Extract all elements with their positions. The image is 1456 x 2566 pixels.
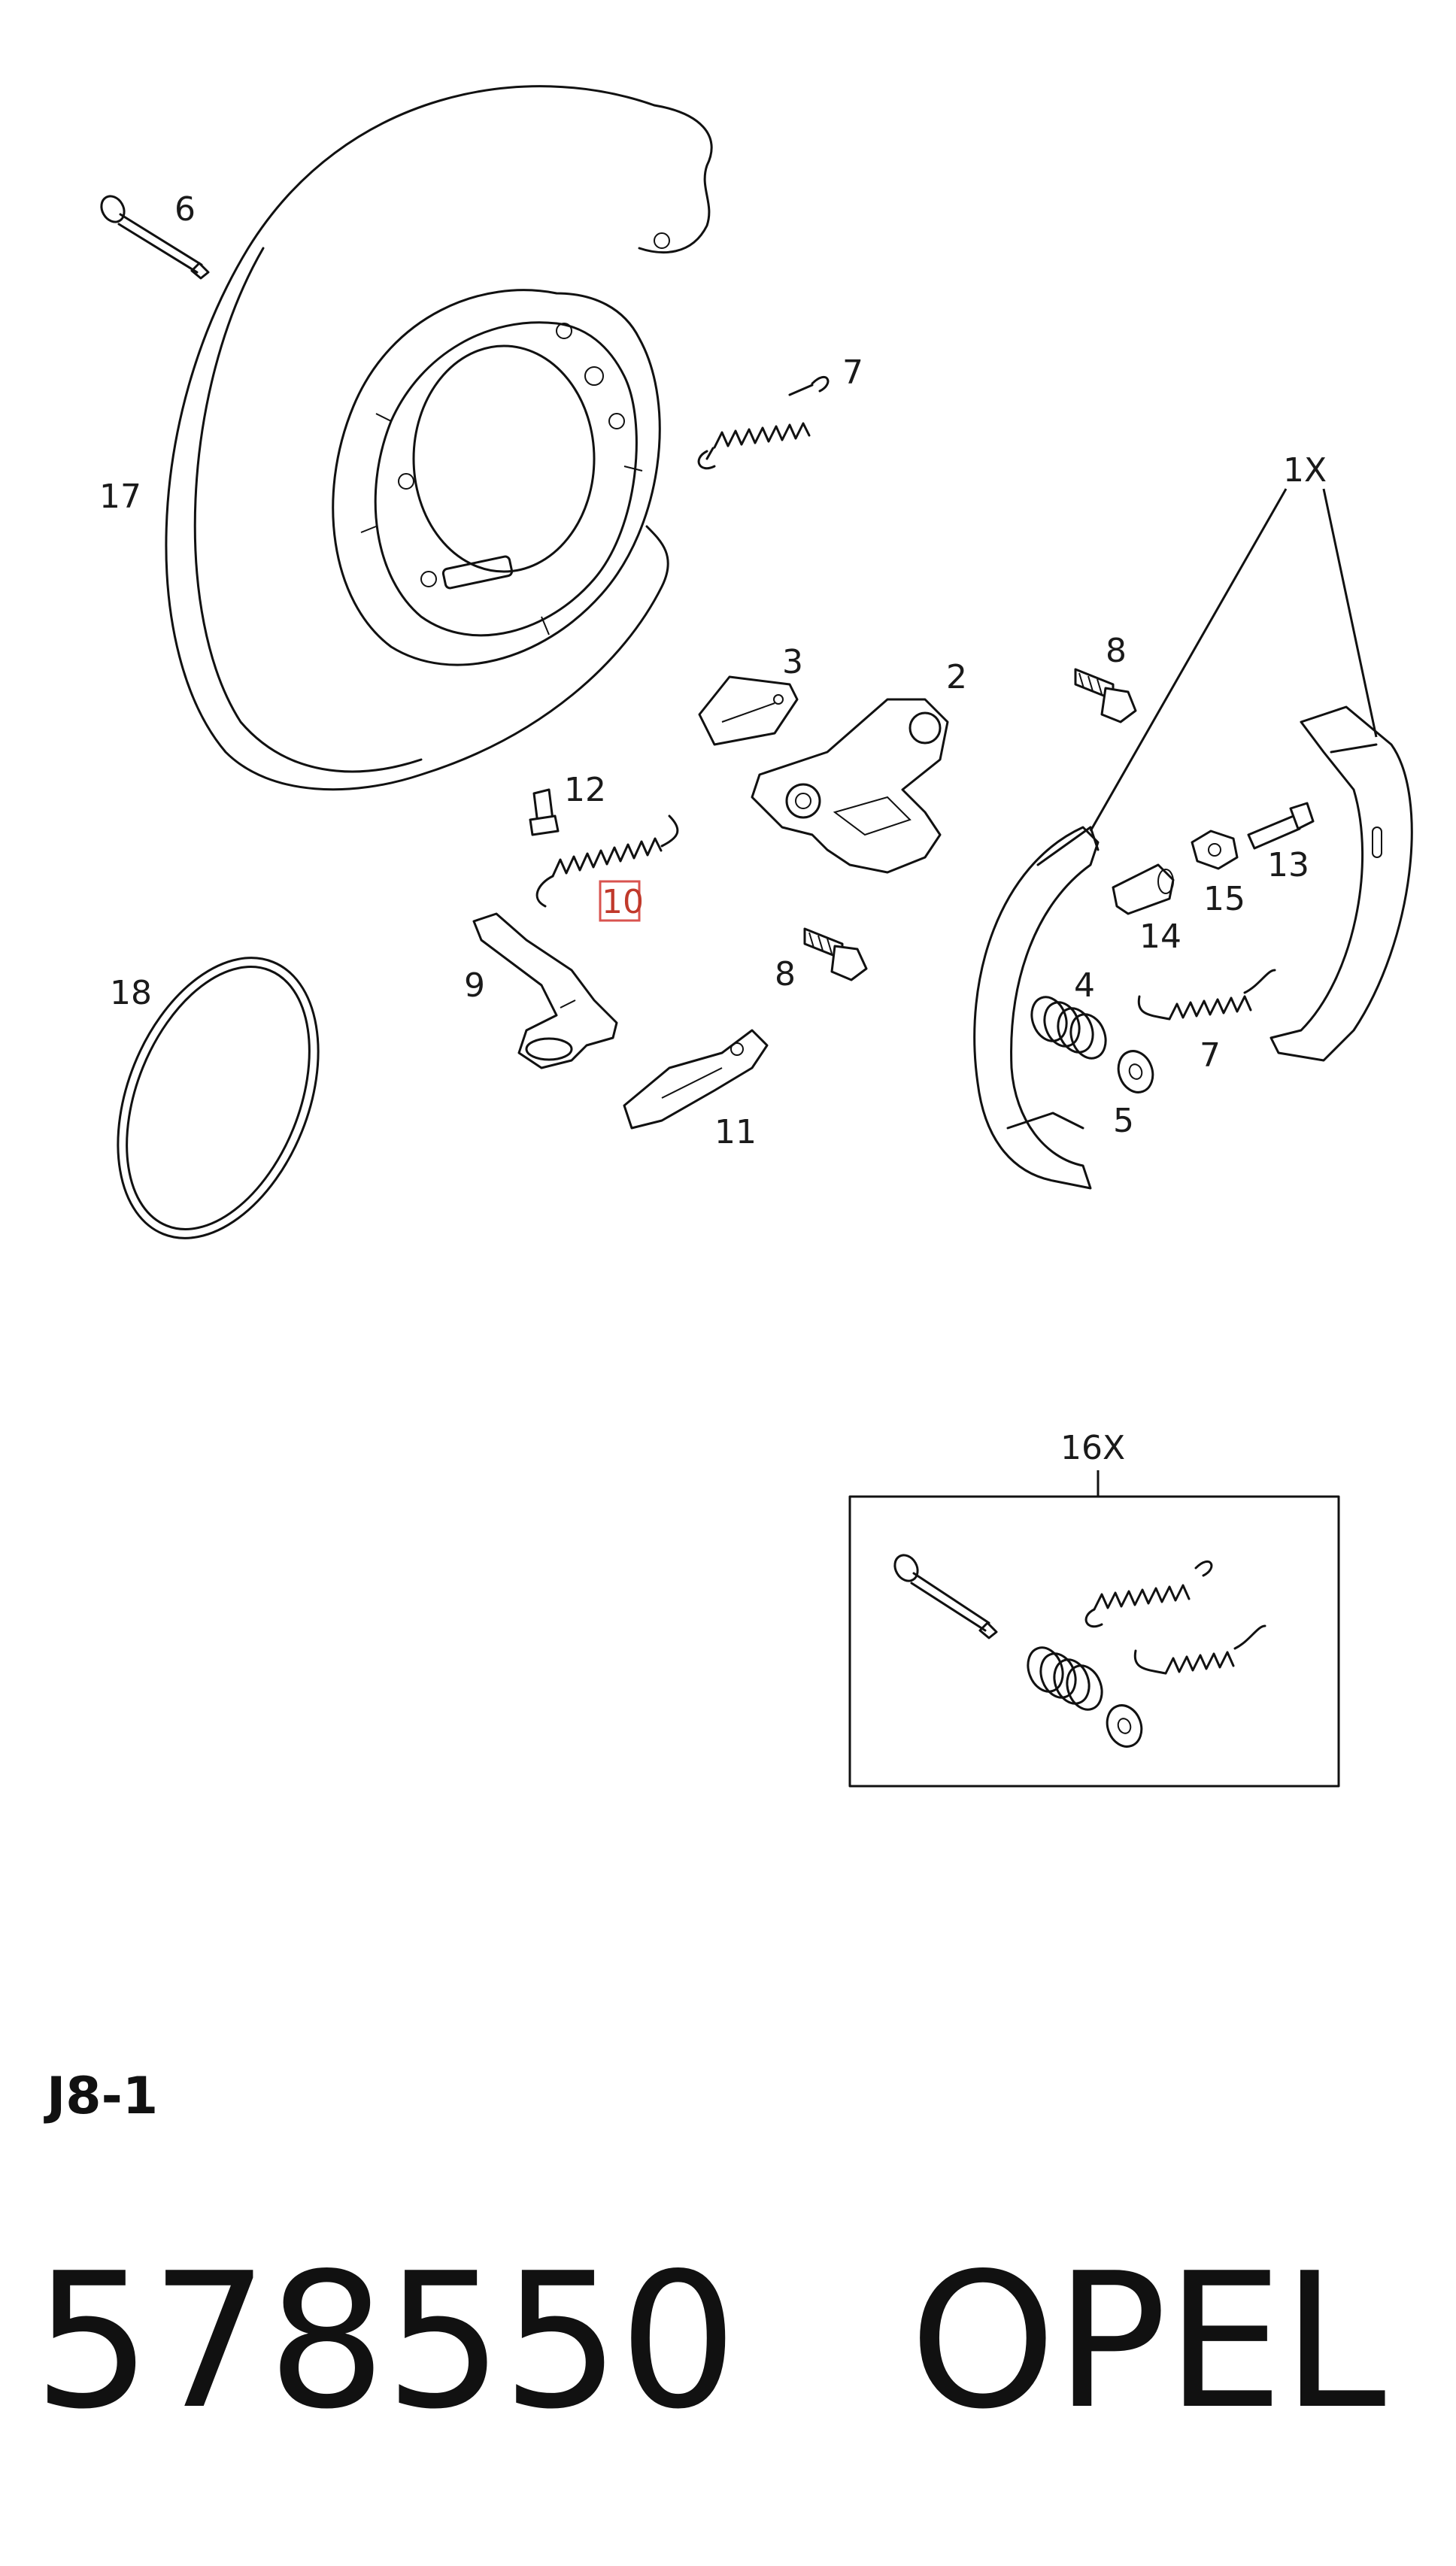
hold-down-pin-part xyxy=(100,195,210,280)
callout-4: 4 xyxy=(1074,966,1095,1005)
callout-8-bottom: 8 xyxy=(775,955,796,993)
callout-6: 6 xyxy=(174,190,196,229)
callout-5: 5 xyxy=(1113,1102,1134,1140)
callout-16x: 16X xyxy=(1060,1429,1125,1467)
adjuster-nut-part xyxy=(1191,830,1239,870)
bolt-top-part xyxy=(1074,668,1137,723)
adjuster-sleeve-part xyxy=(1112,863,1175,915)
callout-9: 9 xyxy=(464,966,485,1005)
strut-plate-part xyxy=(623,1029,769,1130)
lever-bracket-part xyxy=(751,698,949,874)
seal-ring-part xyxy=(117,957,320,1239)
backing-plate-part xyxy=(165,85,713,791)
brake-shoe-set-part xyxy=(973,705,1413,1190)
callout-14: 14 xyxy=(1139,918,1181,956)
callout-17: 17 xyxy=(99,478,141,516)
adjuster-spring-part xyxy=(535,814,679,908)
return-spring-bottom-part xyxy=(1137,969,1276,1021)
callout-2: 2 xyxy=(946,658,967,696)
bolt-13-part xyxy=(1247,802,1315,850)
diagram-code: J8-1 xyxy=(47,2067,159,2126)
adjuster-bracket-part xyxy=(698,675,799,746)
bolt-bottom-part xyxy=(803,927,868,981)
part-number-brand: 578550 OPEL xyxy=(33,2249,1386,2435)
callout-18: 18 xyxy=(110,974,152,1012)
parking-lever-part xyxy=(472,912,618,1069)
repair-kit-part xyxy=(848,1470,1340,1788)
callout-3: 3 xyxy=(782,643,803,681)
callout-13: 13 xyxy=(1267,846,1309,884)
part-number: 578550 xyxy=(33,2234,738,2450)
callout-11: 11 xyxy=(714,1113,757,1151)
callout-15: 15 xyxy=(1203,880,1245,918)
bleeder-screw-part xyxy=(529,788,560,836)
callout-10-highlight-box xyxy=(599,880,641,922)
callout-7-top: 7 xyxy=(842,353,863,392)
compression-spring-part xyxy=(1030,996,1107,1060)
brand-name: OPEL xyxy=(909,2234,1386,2450)
callout-10: 10 xyxy=(602,883,644,921)
spring-cup-part xyxy=(1117,1050,1154,1093)
return-spring-top-part xyxy=(697,375,830,470)
callout-7-bottom: 7 xyxy=(1200,1036,1221,1075)
callout-1x: 1X xyxy=(1283,451,1327,490)
callout-12: 12 xyxy=(564,771,606,809)
callout-8-top: 8 xyxy=(1106,632,1127,670)
